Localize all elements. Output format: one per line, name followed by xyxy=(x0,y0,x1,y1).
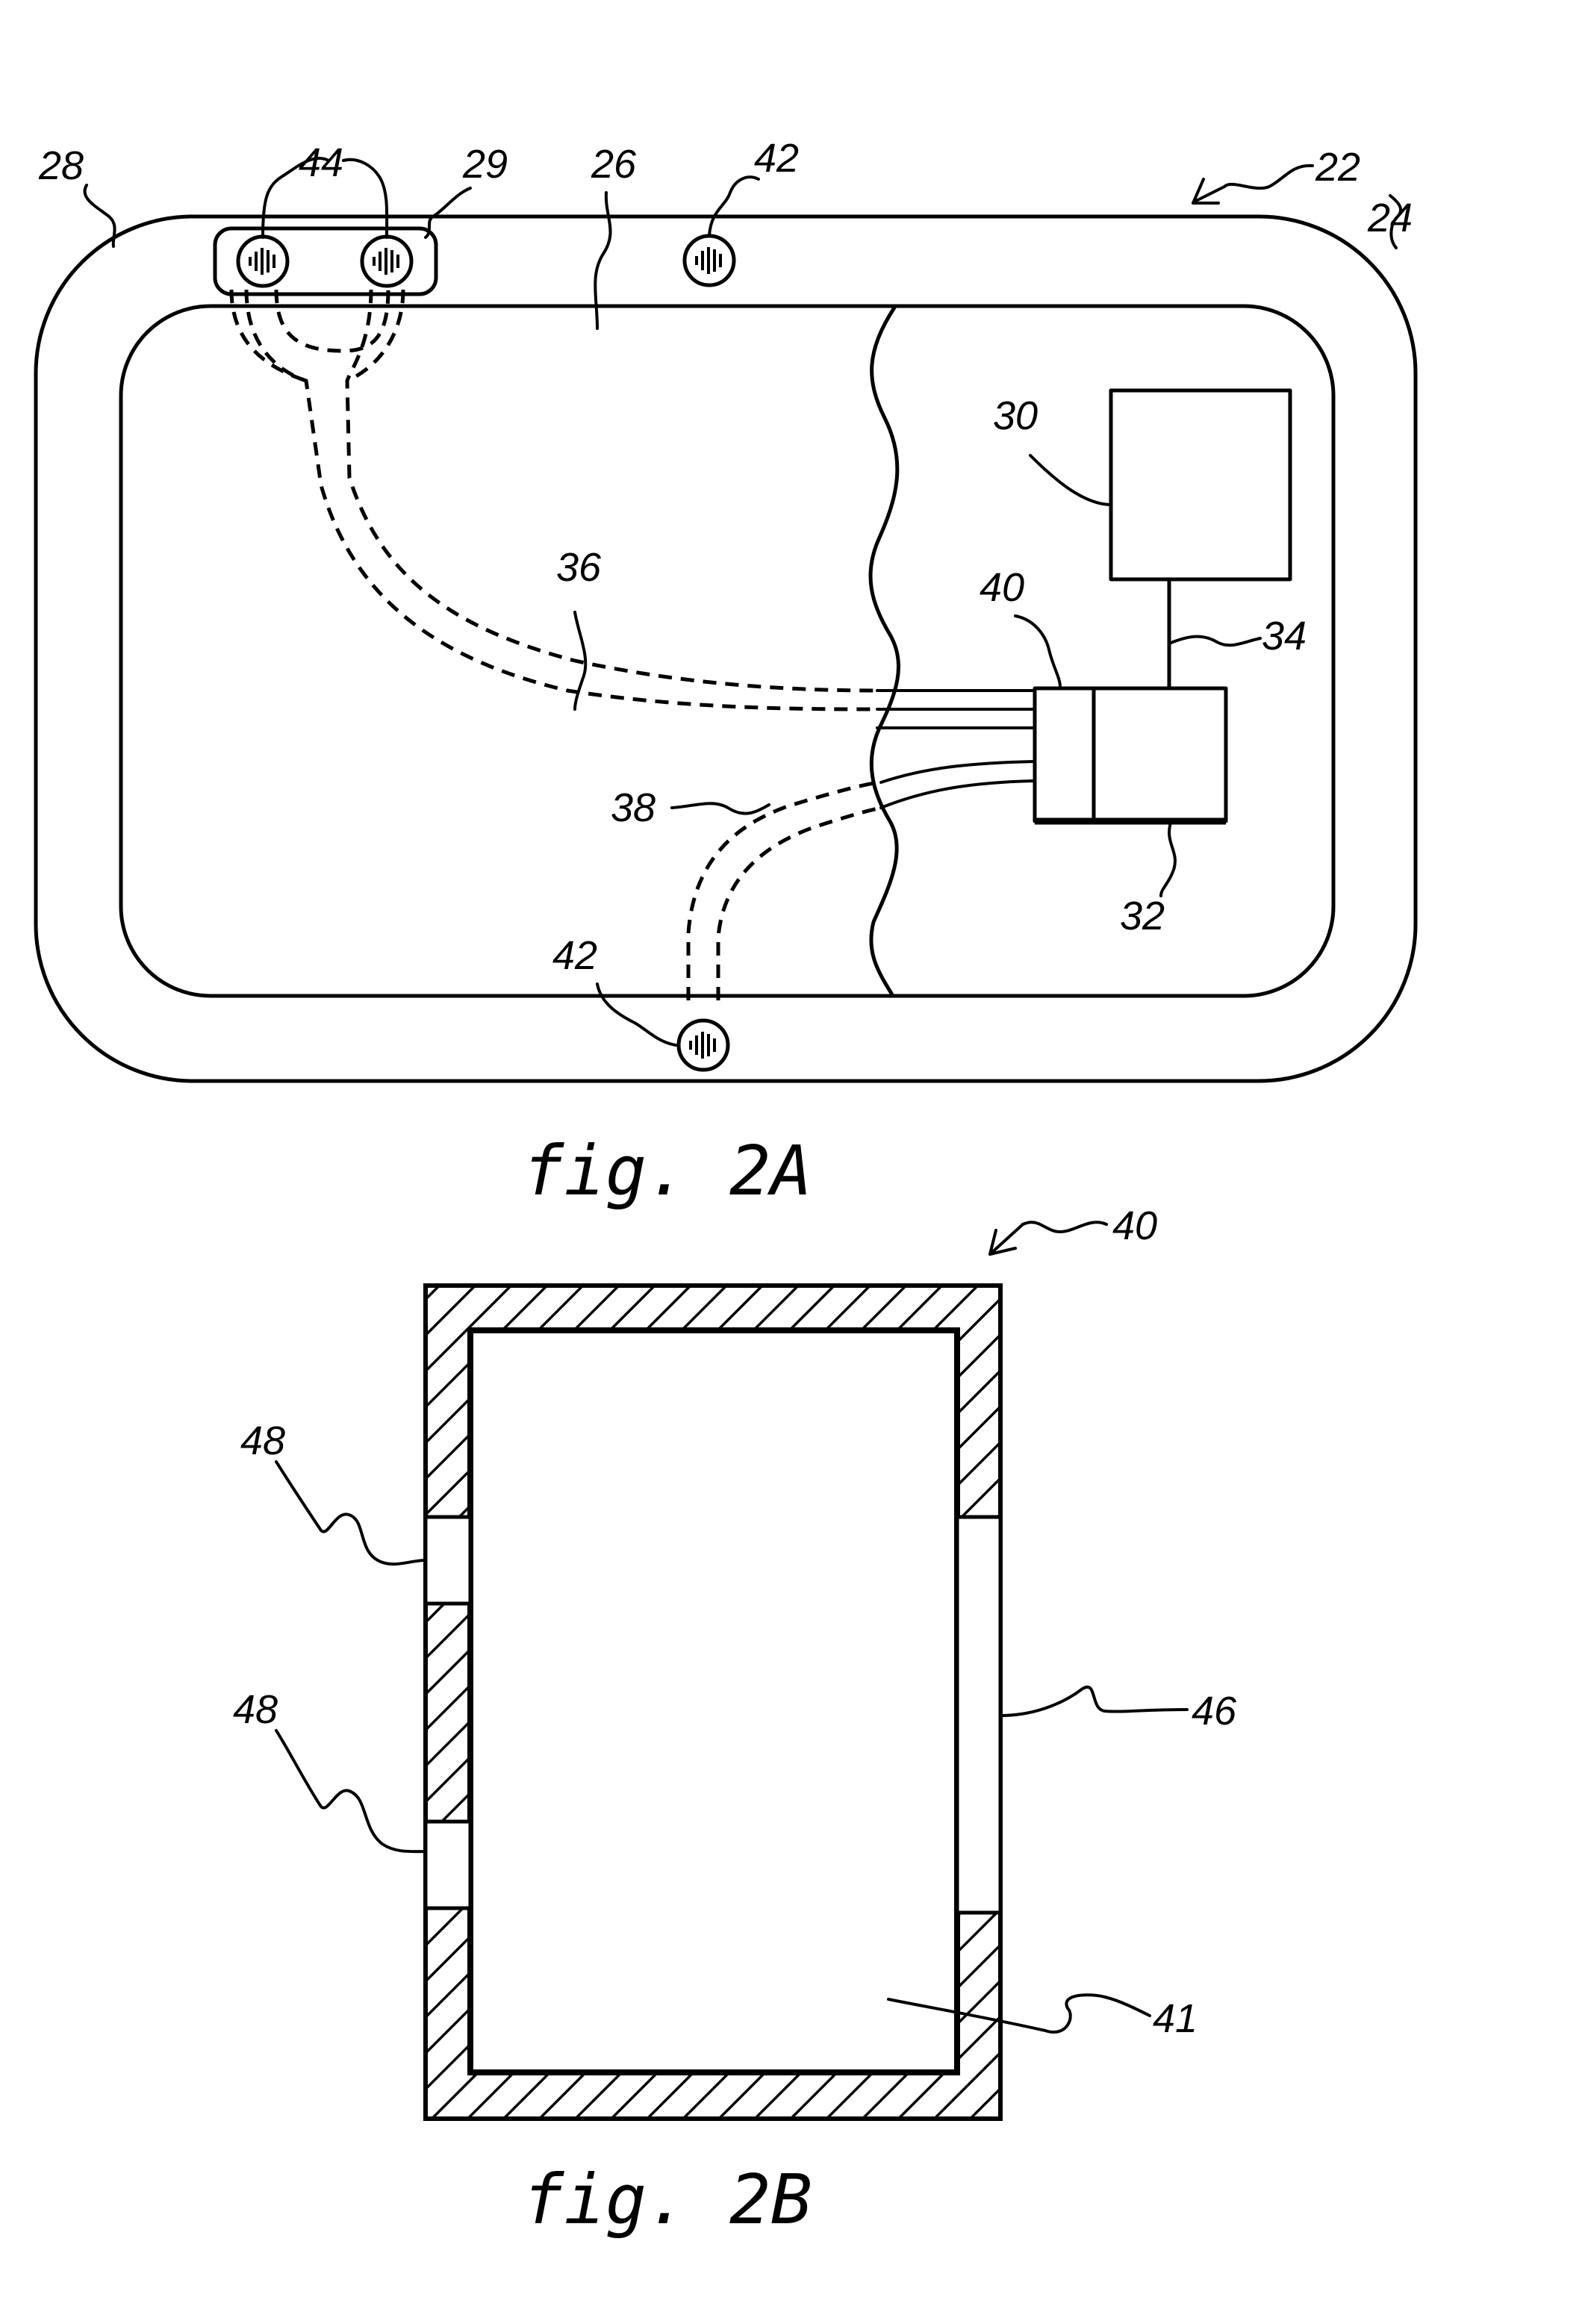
conduit-38-solid-b xyxy=(881,781,1034,808)
ref-40-2a: 40 xyxy=(980,565,1024,610)
leader-34 xyxy=(1169,637,1260,646)
ref-26: 26 xyxy=(591,142,637,187)
conduit-36 xyxy=(246,290,877,709)
leader-44-right xyxy=(343,160,387,237)
leader-26 xyxy=(595,193,610,328)
ref-40-2b: 40 xyxy=(1112,1203,1157,1248)
leader-38 xyxy=(672,803,769,813)
leader-29 xyxy=(426,188,470,237)
ref-48-upper: 48 xyxy=(240,1418,285,1463)
leader-40-2b xyxy=(1023,1222,1106,1232)
leader-48-upper xyxy=(276,1462,426,1564)
ref-36: 36 xyxy=(556,545,602,590)
opening-48-upper xyxy=(426,1517,470,1604)
sensor-42-bottom xyxy=(679,1021,728,1070)
caption-fig-2a: fig. 2A xyxy=(523,1131,812,1211)
leader-28 xyxy=(84,185,114,246)
outer-housing-24 xyxy=(36,216,1416,1081)
caption-fig-2b: fig. 2B xyxy=(523,2160,812,2240)
ref-46: 46 xyxy=(1192,1689,1237,1733)
ref-48-lower: 48 xyxy=(233,1687,278,1732)
ref-38: 38 xyxy=(611,785,656,830)
inner-panel-26 xyxy=(121,306,1333,996)
leader-48-lower xyxy=(276,1730,426,1851)
ref-41: 41 xyxy=(1153,1996,1198,2041)
leader-32 xyxy=(1161,823,1175,896)
sensor-44-left xyxy=(238,237,287,286)
cutaway-line xyxy=(871,308,899,996)
ref-44: 44 xyxy=(299,140,343,185)
sensor-44-right xyxy=(362,237,411,286)
device-32 xyxy=(1035,688,1226,821)
opening-48-lower xyxy=(426,1822,470,1908)
leader-42-bottom xyxy=(597,984,676,1045)
ref-29: 29 xyxy=(462,142,508,187)
conduit-38-b xyxy=(718,808,881,1000)
conduit-38-solid-a xyxy=(881,761,1034,782)
ref-42-bottom: 42 xyxy=(552,933,597,978)
leader-22 xyxy=(1224,166,1312,188)
ref-28: 28 xyxy=(38,143,84,188)
component-30 xyxy=(1111,390,1290,579)
leader-46 xyxy=(1000,1687,1187,1716)
sensor-42-top xyxy=(685,236,734,285)
arrow-40-2b xyxy=(990,1224,1023,1254)
conduit-36-left xyxy=(231,290,306,381)
conduit-36-right xyxy=(347,290,877,691)
ref-42-top: 42 xyxy=(754,136,799,181)
membrane-46 xyxy=(957,1517,1000,1913)
leader-42-top xyxy=(709,177,759,236)
leader-40-2a xyxy=(1015,616,1060,687)
ref-22: 22 xyxy=(1315,145,1360,190)
figure-2a: 22 24 26 28 29 30 32 34 36 38 40 42 42 4… xyxy=(36,136,1416,1211)
leader-30 xyxy=(1030,455,1111,505)
ref-30: 30 xyxy=(993,393,1038,438)
figure-2b: 40 48 48 46 41 fig. 2B xyxy=(233,1203,1237,2240)
ref-24: 24 xyxy=(1367,196,1413,240)
ref-34: 34 xyxy=(1262,614,1307,658)
ref-32: 32 xyxy=(1120,894,1165,938)
chamber-41 xyxy=(470,1330,957,2072)
